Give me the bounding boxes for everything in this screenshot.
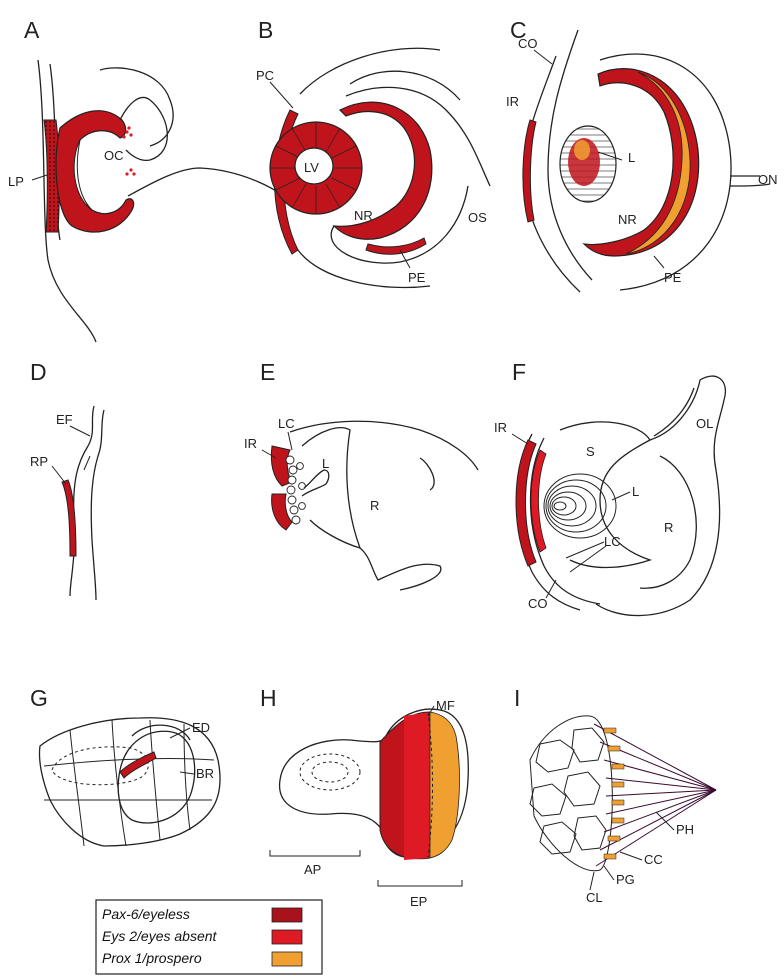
label-on: ON — [758, 172, 778, 187]
ir-band — [523, 120, 536, 222]
panel-b: B PC LV NR OS PE — [256, 17, 490, 288]
label-ir: IR — [494, 420, 507, 435]
panel-c: C CO IR L ON NR PE — [506, 17, 778, 292]
label-ol: OL — [696, 416, 713, 431]
pe-band — [366, 238, 426, 254]
label-pg: PG — [616, 872, 635, 887]
label-pe: PE — [408, 270, 426, 285]
panel-b-letter: B — [258, 17, 273, 43]
panel-g-letter: G — [30, 685, 48, 711]
legend-swatch-eys2 — [272, 930, 302, 944]
legend: Pax-6/eyeless Eys 2/eyes absent Prox 1/p… — [96, 900, 322, 974]
panel-i-letter: I — [514, 685, 520, 711]
lens-rings-f — [544, 474, 616, 538]
panel-a-letter: A — [24, 17, 40, 43]
optic-cup — [56, 111, 134, 232]
panel-f-letter: F — [512, 359, 526, 385]
label-ph: PH — [676, 822, 694, 837]
label-br: BR — [196, 766, 214, 781]
legend-label-prox1: Prox 1/prospero — [102, 950, 202, 966]
legend-label-pax6: Pax-6/eyeless — [102, 906, 190, 922]
legend-swatch-prox1 — [272, 952, 302, 966]
label-l: L — [632, 484, 639, 499]
legend-label-eys2: Eys 2/eyes absent — [102, 928, 218, 944]
label-ir: IR — [244, 436, 257, 451]
co-band-f — [531, 450, 546, 552]
label-s: S — [586, 444, 595, 459]
legend-item-eys2: Eys 2/eyes absent — [102, 928, 302, 944]
label-co: CO — [518, 36, 538, 51]
eye-disc-eys2 — [404, 712, 430, 860]
label-pc: PC — [256, 68, 274, 83]
label-lc: LC — [278, 416, 295, 431]
label-pe: PE — [664, 270, 682, 285]
panel-a: A LP OC — [8, 17, 300, 342]
label-ap: AP — [304, 862, 321, 877]
label-os: OS — [468, 210, 487, 225]
label-ed: ED — [192, 720, 210, 735]
label-nr: NR — [618, 212, 637, 227]
label-ep: EP — [410, 894, 427, 909]
ommatidia-lattice — [530, 716, 612, 871]
label-cc: CC — [644, 852, 663, 867]
panel-d: D EF RP — [30, 359, 104, 600]
label-lc: LC — [604, 534, 621, 549]
label-l: L — [322, 456, 329, 471]
panel-i: I — [514, 685, 716, 905]
label-rp: RP — [30, 454, 48, 469]
eye-disc-prox1 — [430, 712, 459, 858]
label-ir: IR — [506, 94, 519, 109]
panel-h-letter: H — [260, 685, 277, 711]
label-co: CO — [528, 596, 548, 611]
panel-h: H MF AP EP — [260, 685, 468, 909]
label-r: R — [370, 498, 379, 513]
label-nr: NR — [354, 208, 373, 223]
label-ef: EF — [56, 412, 73, 427]
label-mf: MF — [436, 698, 455, 713]
panel-f: F IR OL S L LC R CO — [494, 359, 725, 616]
label-lp: LP — [8, 174, 24, 189]
panel-e-letter: E — [260, 359, 275, 385]
panel-d-letter: D — [30, 359, 47, 385]
label-r: R — [664, 520, 673, 535]
label-oc: OC — [104, 148, 124, 163]
lens-cells-e — [286, 456, 305, 524]
label-cl: CL — [586, 890, 603, 905]
label-l: L — [628, 150, 635, 165]
panel-g: G ED BR — [30, 685, 220, 846]
panel-e: E LC IR L R — [244, 359, 478, 590]
label-lv: LV — [304, 160, 319, 175]
legend-swatch-pax6 — [272, 908, 302, 922]
